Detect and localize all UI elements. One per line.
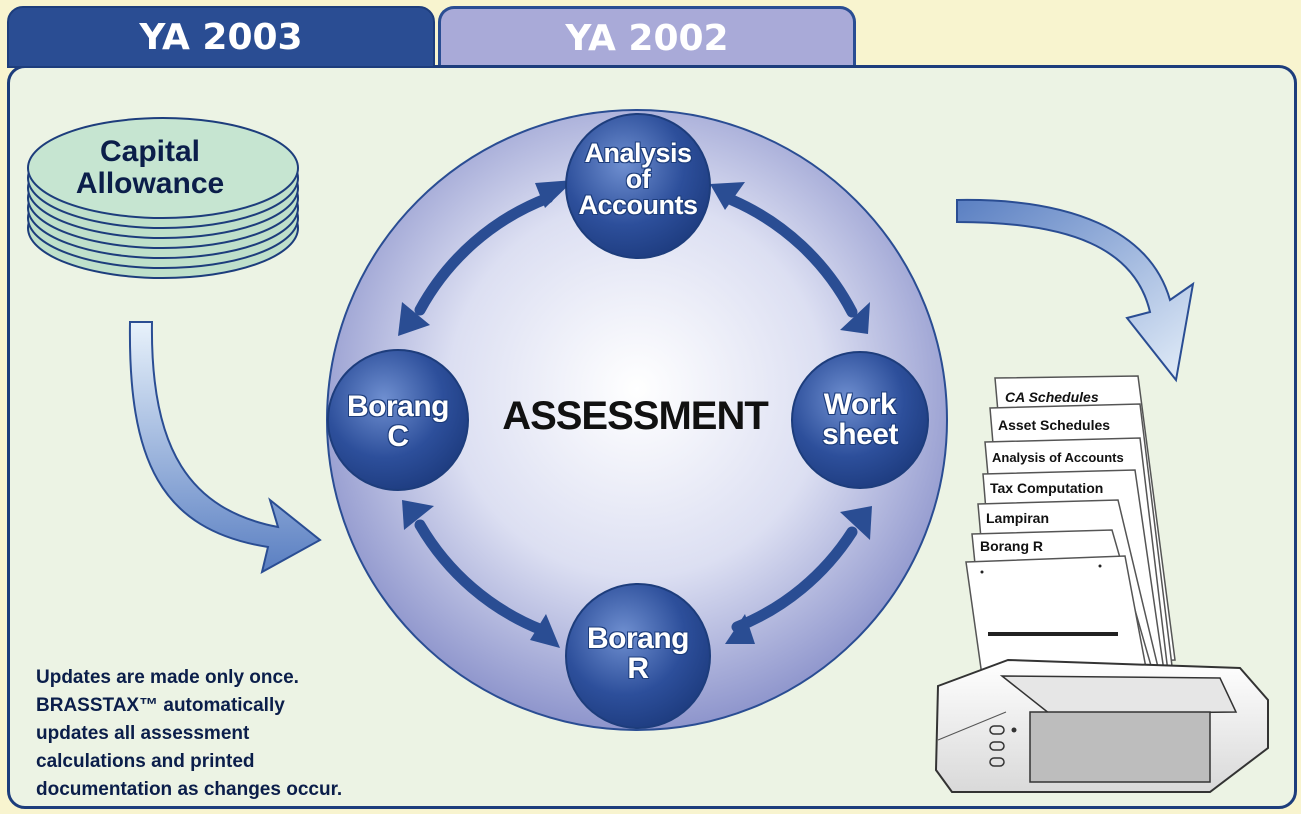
page-label-analysis-of-accounts: Analysis of Accounts xyxy=(992,450,1124,465)
node-bottom-line2: R xyxy=(627,652,649,685)
node-bottom-line1: Borang xyxy=(587,622,690,655)
cycle-arrows xyxy=(414,192,858,636)
page-label-lampiran: Lampiran xyxy=(986,510,1050,526)
node-top-line2: of xyxy=(625,164,651,194)
printed-documents xyxy=(965,375,1176,705)
disk-label-line1: Capital xyxy=(99,135,201,168)
node-borang-c[interactable] xyxy=(327,349,469,491)
node-left-line2: C xyxy=(387,420,409,453)
capital-allowance-label: Capital Allowance xyxy=(60,136,240,200)
cycle-arrowheads xyxy=(398,180,872,648)
node-label-analysis-of-accounts: Analysis of Accounts xyxy=(568,138,708,220)
output-arrow xyxy=(956,198,1195,383)
node-borang-r[interactable] xyxy=(565,583,711,729)
capital-allowance-disk xyxy=(27,117,299,279)
update-note: Updates are made only once. BRASSTAX™ au… xyxy=(36,664,416,804)
node-right-line2: sheet xyxy=(822,418,898,451)
tab-ya-2003[interactable]: YA 2003 xyxy=(7,6,435,68)
page-label-borang-r: Borang R xyxy=(980,538,1043,554)
tab-ya-2002[interactable]: YA 2002 xyxy=(438,6,856,68)
node-top-line1: Analysis xyxy=(584,138,692,168)
input-arrow xyxy=(128,321,322,574)
note-line-3: updates all assessment xyxy=(36,723,250,744)
node-label-worksheet: Work sheet xyxy=(795,390,925,450)
node-analysis-of-accounts[interactable] xyxy=(565,113,711,259)
node-label-borang-c: Borang C xyxy=(330,392,466,452)
node-label-borang-r: Borang R xyxy=(568,624,708,684)
printer-icon xyxy=(934,658,1269,793)
note-line-5: documentation as changes occur. xyxy=(36,779,343,800)
assessment-label: ASSESSMENT xyxy=(502,394,769,438)
node-right-line1: Work xyxy=(823,388,897,421)
page-label-ca-schedules: CA Schedules xyxy=(1005,389,1099,405)
note-line-4: calculations and printed xyxy=(36,751,255,772)
page-label-asset-schedules: Asset Schedules xyxy=(998,417,1111,433)
note-line-1: Updates are made only once. xyxy=(36,667,299,688)
node-worksheet[interactable] xyxy=(791,351,929,489)
node-top-line3: Accounts xyxy=(578,190,698,220)
node-left-line1: Borang xyxy=(347,390,450,423)
note-line-2: BRASSTAX™ automatically xyxy=(36,695,285,716)
page-label-tax-computation: Tax Computation xyxy=(990,480,1104,496)
disk-label-line2: Allowance xyxy=(75,167,225,200)
